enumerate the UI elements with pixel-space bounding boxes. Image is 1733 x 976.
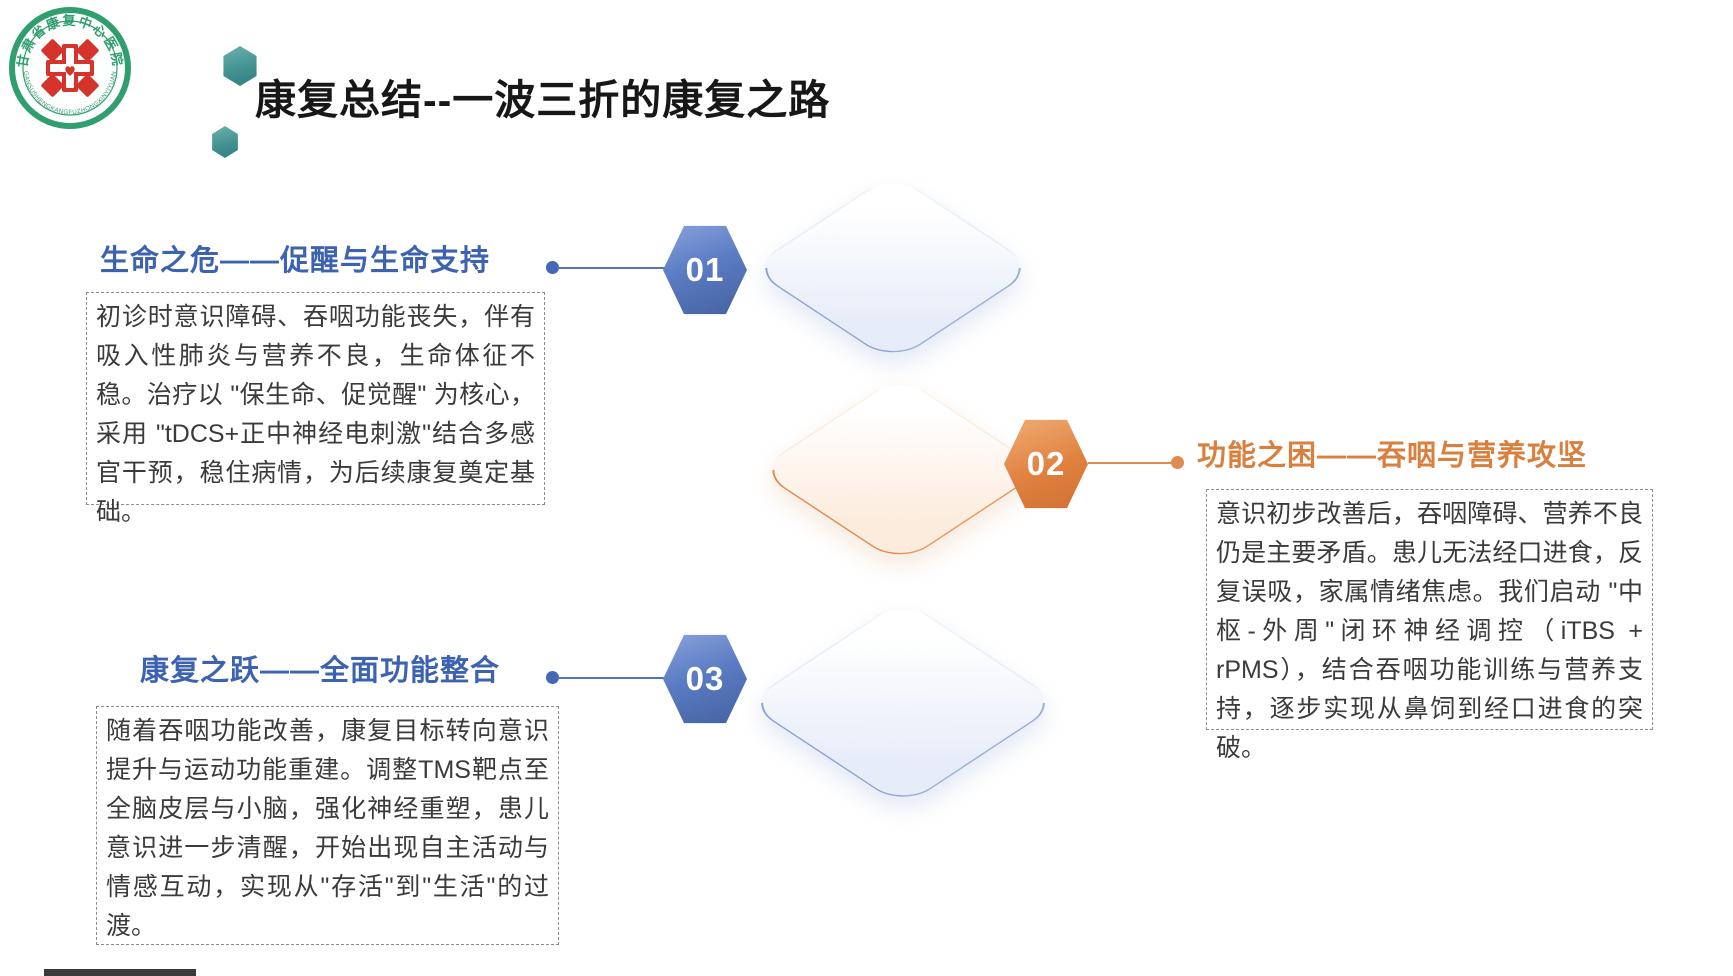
step3-bullet-icon <box>546 671 559 684</box>
step2-number: 02 <box>1026 445 1066 482</box>
step3-number: 03 <box>685 660 725 697</box>
step3-diamond-shape <box>744 598 1062 808</box>
step1-diamond-shape <box>748 172 1038 364</box>
decor-hexagon-large <box>223 46 257 86</box>
step3-description: 随着吞咽功能改善，康复目标转向意识提升与运动功能重建。调整TMS靶点至全脑皮层与… <box>96 706 559 945</box>
step3-number-badge: 03 <box>663 634 747 724</box>
step1-title: 生命之危——促醒与生命支持 <box>100 245 491 277</box>
step2-description: 意识初步改善后，吞咽障碍、营养不良仍是主要矛盾。患儿无法经口进食，反复误吸，家属… <box>1206 489 1653 762</box>
step2-connector-line <box>1088 462 1172 464</box>
step2-diamond-shape <box>755 374 1045 566</box>
step1-bullet-icon <box>546 261 559 274</box>
bottom-bar <box>44 969 196 976</box>
decor-hexagon-small <box>212 126 238 158</box>
page-title: 康复总结--一波三折的康复之路 <box>255 77 831 123</box>
step1-number-badge: 01 <box>663 225 747 315</box>
step2-number-badge: 02 <box>1004 419 1088 509</box>
step1-connector-line <box>557 267 665 269</box>
hospital-logo: 甘肃省康复中心医院 GANSUSHENGKANGFUZHONGXINYIYUAN <box>8 6 132 130</box>
heart-icon <box>65 66 75 76</box>
step1-description: 初诊时意识障碍、吞咽功能丧失，伴有吸入性肺炎与营养不良，生命体征不稳。治疗以 "… <box>86 292 545 526</box>
step1-number: 01 <box>685 251 725 288</box>
step3-connector-line <box>557 677 665 679</box>
step2-bullet-icon <box>1171 456 1184 469</box>
step2-title: 功能之困——吞咽与营养攻坚 <box>1197 440 1588 472</box>
hospital-logo-icon: 甘肃省康复中心医院 GANSUSHENGKANGFUZHONGXINYIYUAN <box>9 7 131 129</box>
step3-title: 康复之跃——全面功能整合 <box>140 655 501 687</box>
